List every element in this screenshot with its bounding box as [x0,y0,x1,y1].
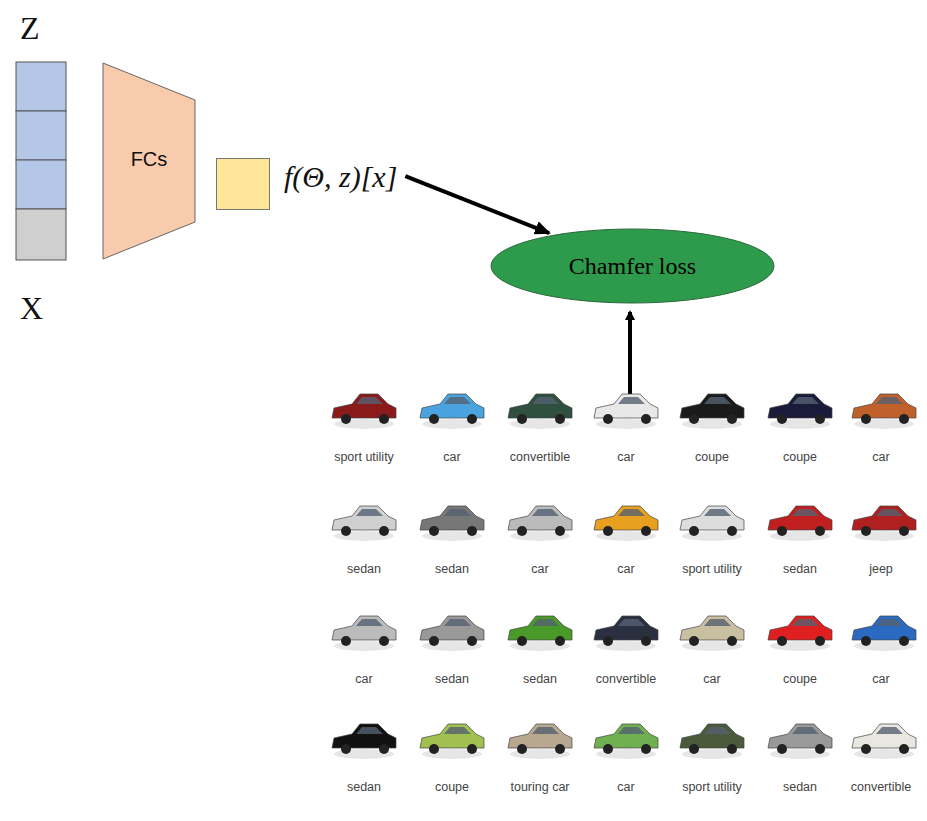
car-picture [768,506,832,541]
car-category: coupe [758,450,842,465]
car-picture [594,394,658,429]
car-category: coupe [758,672,842,687]
car-picture [420,394,484,429]
car-grid [332,394,916,759]
car-category: car [498,562,582,577]
car-picture [594,506,658,541]
car-category: car [584,450,668,465]
car-category: sport utility [670,780,754,795]
car-category: car [839,450,923,465]
car-picture [594,616,658,651]
car-picture [768,394,832,429]
car-category: car [839,672,923,687]
axis-letter: Z [20,10,40,47]
car-picture [680,724,744,759]
car-picture [508,616,572,651]
car-picture [332,616,396,651]
flow-arrow [405,176,549,233]
car-picture [852,616,916,651]
car-picture [768,724,832,759]
car-picture [420,506,484,541]
layer-label: FCs [102,148,196,171]
output-value: f(Θ, z)[x] [216,158,397,210]
fc-block: FCs [102,62,196,260]
car-picture [420,616,484,651]
latent-stack [16,62,66,260]
loss-label: Chamfer loss [569,253,696,280]
car-category: car [584,780,668,795]
car-picture [768,616,832,651]
car-category: sedan [322,562,406,577]
car-category: convertible [498,450,582,465]
car-category: sedan [758,780,842,795]
car-category: car [670,672,754,687]
car-picture [594,724,658,759]
car-picture [680,394,744,429]
car-category: sedan [758,562,842,577]
car-category: convertible [584,672,668,687]
car-category: sedan [322,780,406,795]
car-picture [332,394,396,429]
car-picture [852,394,916,429]
output-square [216,158,270,210]
car-picture [508,506,572,541]
car-picture [332,724,396,759]
car-picture [852,724,916,759]
car-picture [680,616,744,651]
car-category: sport utility [670,562,754,577]
car-picture [420,724,484,759]
car-picture [508,394,572,429]
car-category: convertible [839,780,923,795]
car-category: sedan [410,672,494,687]
car-category: car [584,562,668,577]
car-category: sport utility [322,450,406,465]
car-category: coupe [670,450,754,465]
car-picture [508,724,572,759]
car-category: touring car [498,780,582,795]
car-category: sedan [498,672,582,687]
car-category: sedan [410,562,494,577]
car-category: car [322,672,406,687]
car-category: jeep [839,562,923,577]
gt-arrow [628,312,632,394]
car-category: coupe [410,780,494,795]
car-picture [680,506,744,541]
car-category: car [410,450,494,465]
formula-label: f(Θ, z)[x] [284,160,397,194]
car-picture [852,506,916,541]
loss-ellipse: Chamfer loss [490,228,775,304]
axis-letter: X [20,290,43,327]
car-picture [332,506,396,541]
